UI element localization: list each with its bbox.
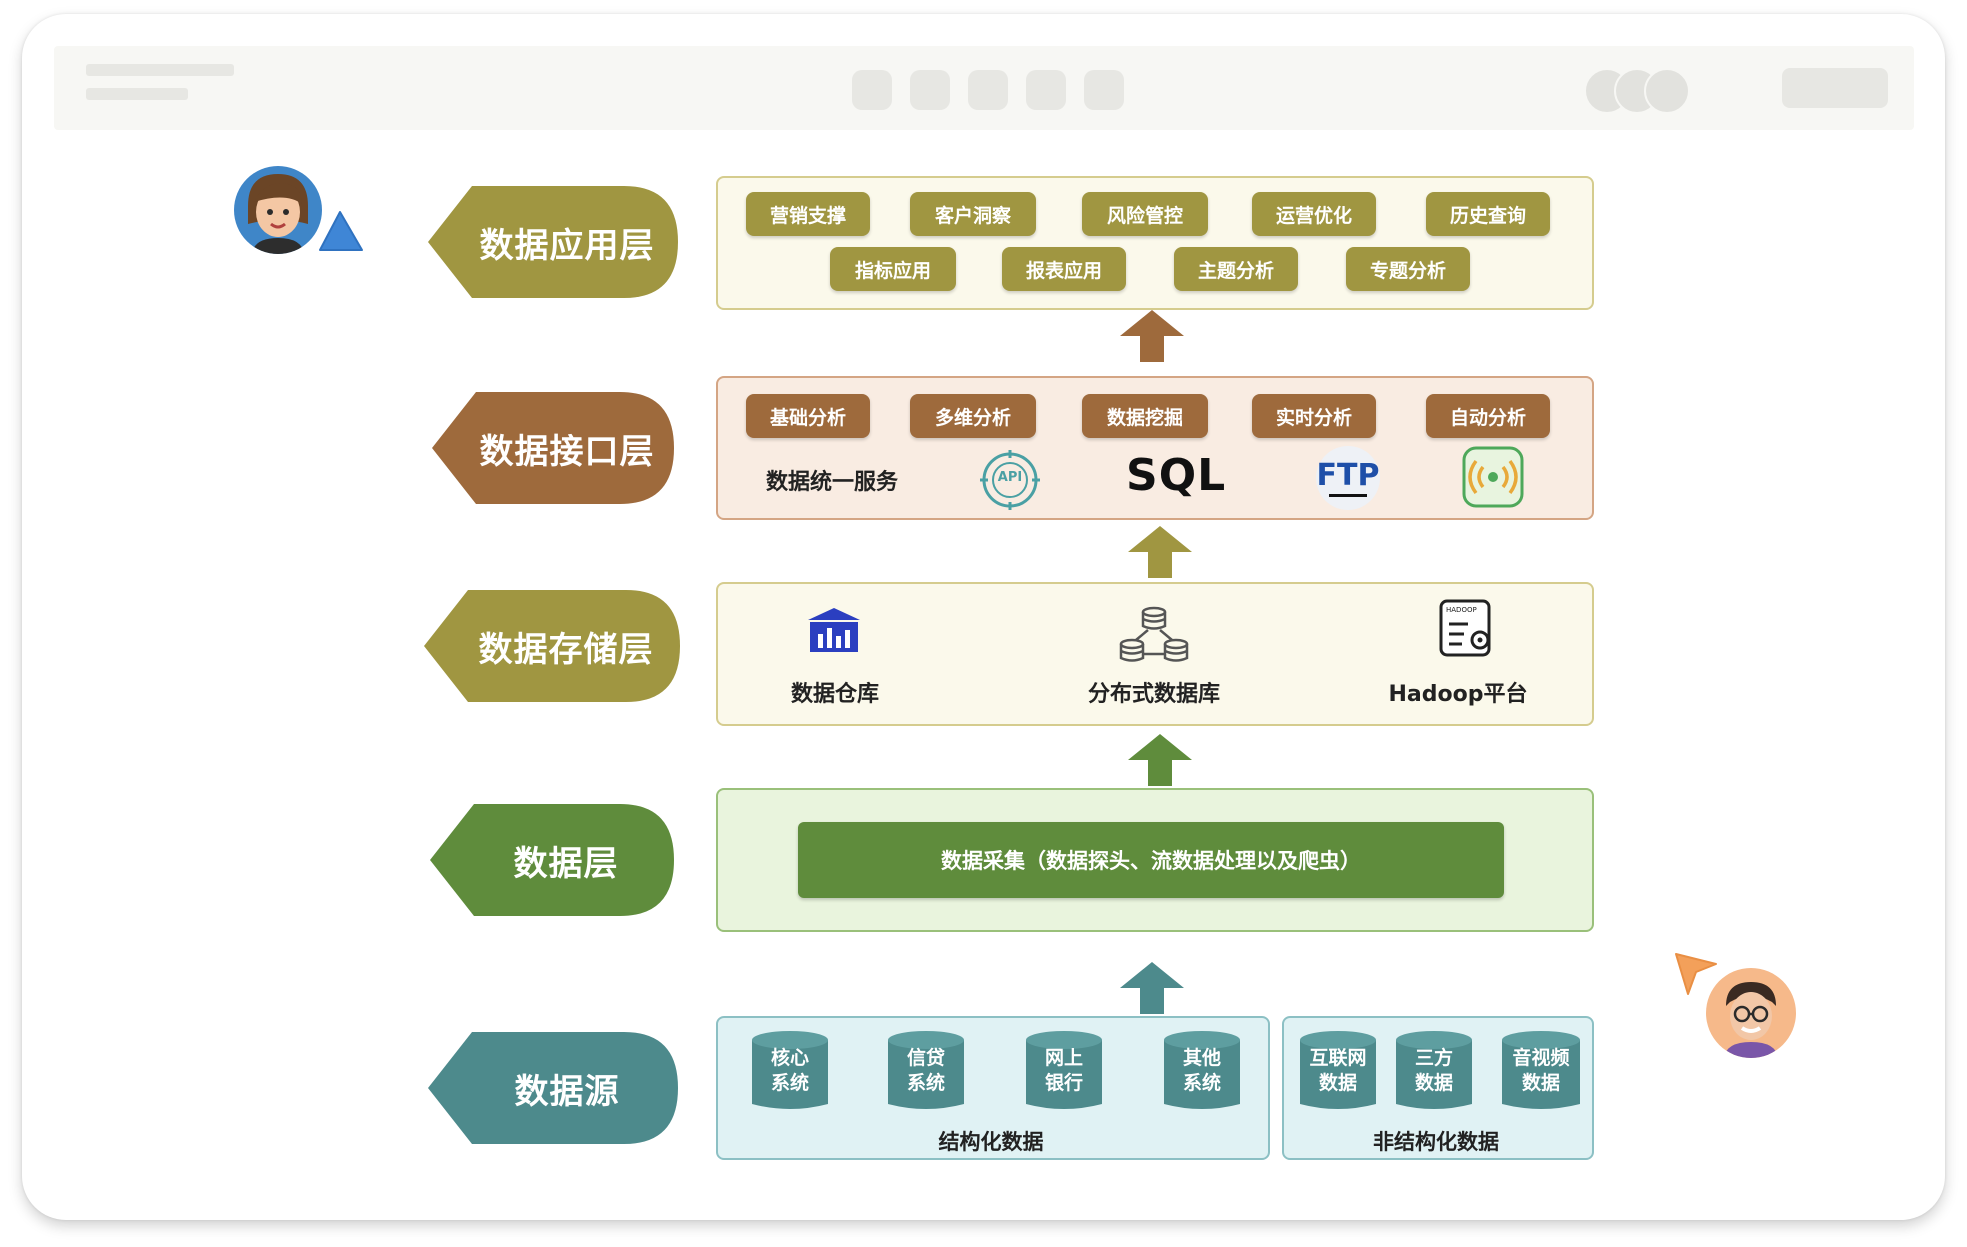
database-cylinder-icon[interactable]: 互联网数据 [1300, 1030, 1376, 1114]
database-cylinder-label-line: 核心 [770, 1047, 809, 1069]
layer-label-storage: 数据存储层 [424, 590, 680, 702]
layer-label-source: 数据源 [428, 1032, 678, 1144]
api-icon-text: API [997, 470, 1023, 485]
layer-label-interface: 数据接口层 [432, 392, 674, 504]
cursor-arrow-icon [319, 211, 363, 251]
database-cylinder-label: 网上银行 [1026, 1046, 1102, 1096]
top-bar [54, 46, 1914, 130]
app-item[interactable]: 报表应用 [1002, 247, 1126, 291]
layer-label-interface-text: 数据接口层 [479, 431, 655, 472]
structured-data-label: 结构化数据 [938, 1130, 1044, 1154]
toolbar-button[interactable] [1026, 70, 1066, 110]
layer-label-app-text: 数据应用层 [479, 225, 655, 266]
app-item[interactable]: 指标应用 [830, 247, 956, 291]
toolbar-button[interactable] [852, 70, 892, 110]
distributed-database-icon [1119, 606, 1189, 662]
database-cylinder-label-line: 三方 [1414, 1047, 1453, 1069]
database-cylinder-label-line: 系统 [1182, 1072, 1221, 1094]
title-placeholder [86, 64, 234, 76]
user-avatar-left [234, 166, 322, 254]
toolbar-button[interactable] [1084, 70, 1124, 110]
share-button[interactable] [1782, 68, 1888, 108]
flow-arrow-icon [1120, 962, 1184, 1014]
interface-item[interactable]: 实时分析 [1252, 394, 1376, 438]
data-warehouse-icon [808, 608, 860, 652]
hadoop-logo-text: HADOOP [1446, 606, 1477, 614]
database-cylinder-label: 互联网数据 [1300, 1046, 1376, 1096]
database-cylinder-icon[interactable]: 信贷系统 [888, 1030, 964, 1114]
cursor-arrow-icon [1675, 953, 1717, 995]
toolbar-button[interactable] [910, 70, 950, 110]
app-item[interactable]: 历史查询 [1426, 192, 1550, 236]
database-cylinder-label-line: 信贷 [906, 1047, 945, 1069]
data-warehouse-label: 数据仓库 [790, 682, 879, 707]
ftp-icon-text: FTP [1316, 458, 1380, 493]
app-item[interactable]: 专题分析 [1346, 247, 1470, 291]
interface-item[interactable]: 数据挖掘 [1082, 394, 1208, 438]
hadoop-icon: HADOOP [1438, 598, 1496, 660]
collaborator-avatar[interactable] [1644, 68, 1690, 114]
toolbar-button[interactable] [968, 70, 1008, 110]
database-cylinder-label: 信贷系统 [888, 1046, 964, 1096]
hadoop-label: Hadoop平台 [1388, 682, 1528, 707]
layer-label-app: 数据应用层 [428, 186, 678, 298]
database-cylinder-label: 音视频数据 [1502, 1046, 1580, 1096]
layer-label-data: 数据层 [430, 804, 674, 916]
database-cylinder-icon[interactable]: 音视频数据 [1502, 1030, 1580, 1114]
layer-label-storage-text: 数据存储层 [478, 629, 654, 670]
database-cylinder-icon[interactable]: 核心系统 [752, 1030, 828, 1114]
subtitle-placeholder [86, 88, 188, 100]
user-avatar-right [1706, 968, 1796, 1058]
database-cylinder-label-line: 数据 [1521, 1072, 1560, 1094]
database-cylinder-label-line: 数据 [1414, 1072, 1453, 1094]
database-cylinder-label: 三方数据 [1396, 1046, 1472, 1096]
database-cylinder-label-line: 音视频 [1512, 1047, 1570, 1069]
interface-item[interactable]: 自动分析 [1426, 394, 1550, 438]
sql-icon: SQL [1126, 450, 1227, 501]
wireless-signal-icon [1462, 446, 1524, 508]
app-item[interactable]: 客户洞察 [910, 192, 1036, 236]
database-cylinder-icon[interactable]: 三方数据 [1396, 1030, 1472, 1114]
layer-label-data-text: 数据层 [513, 843, 619, 884]
layer-label-source-text: 数据源 [514, 1071, 620, 1112]
database-cylinder-label: 其他系统 [1164, 1046, 1240, 1096]
api-icon: API [980, 450, 1040, 510]
app-item[interactable]: 运营优化 [1252, 192, 1376, 236]
ftp-underline [1329, 494, 1367, 497]
data-collection-bar[interactable]: 数据采集（数据探头、流数据处理以及爬虫） [798, 822, 1504, 898]
ftp-icon: FTP [1316, 446, 1380, 510]
unstructured-data-label: 非结构化数据 [1373, 1130, 1499, 1154]
database-cylinder-label-line: 其他 [1182, 1047, 1221, 1069]
interface-item[interactable]: 多维分析 [910, 394, 1036, 438]
database-cylinder-label-line: 数据 [1318, 1072, 1357, 1094]
database-cylinder-label: 核心系统 [752, 1046, 828, 1096]
unified-service-label: 数据统一服务 [766, 470, 899, 495]
database-cylinder-icon[interactable]: 其他系统 [1164, 1030, 1240, 1114]
distributed-database-label: 分布式数据库 [1087, 682, 1220, 707]
flow-arrow-icon [1120, 310, 1184, 362]
flow-arrow-icon [1128, 734, 1192, 786]
app-item[interactable]: 主题分析 [1174, 247, 1298, 291]
database-cylinder-label-line: 系统 [906, 1072, 945, 1094]
database-cylinder-label-line: 互联网 [1309, 1047, 1367, 1069]
app-item[interactable]: 营销支撑 [746, 192, 870, 236]
interface-item[interactable]: 基础分析 [746, 394, 870, 438]
app-item[interactable]: 风险管控 [1082, 192, 1208, 236]
database-cylinder-label-line: 网上 [1044, 1047, 1083, 1069]
flow-arrow-icon [1128, 526, 1192, 578]
database-cylinder-label-line: 银行 [1044, 1072, 1083, 1094]
database-cylinder-icon[interactable]: 网上银行 [1026, 1030, 1102, 1114]
database-cylinder-label-line: 系统 [770, 1072, 809, 1094]
